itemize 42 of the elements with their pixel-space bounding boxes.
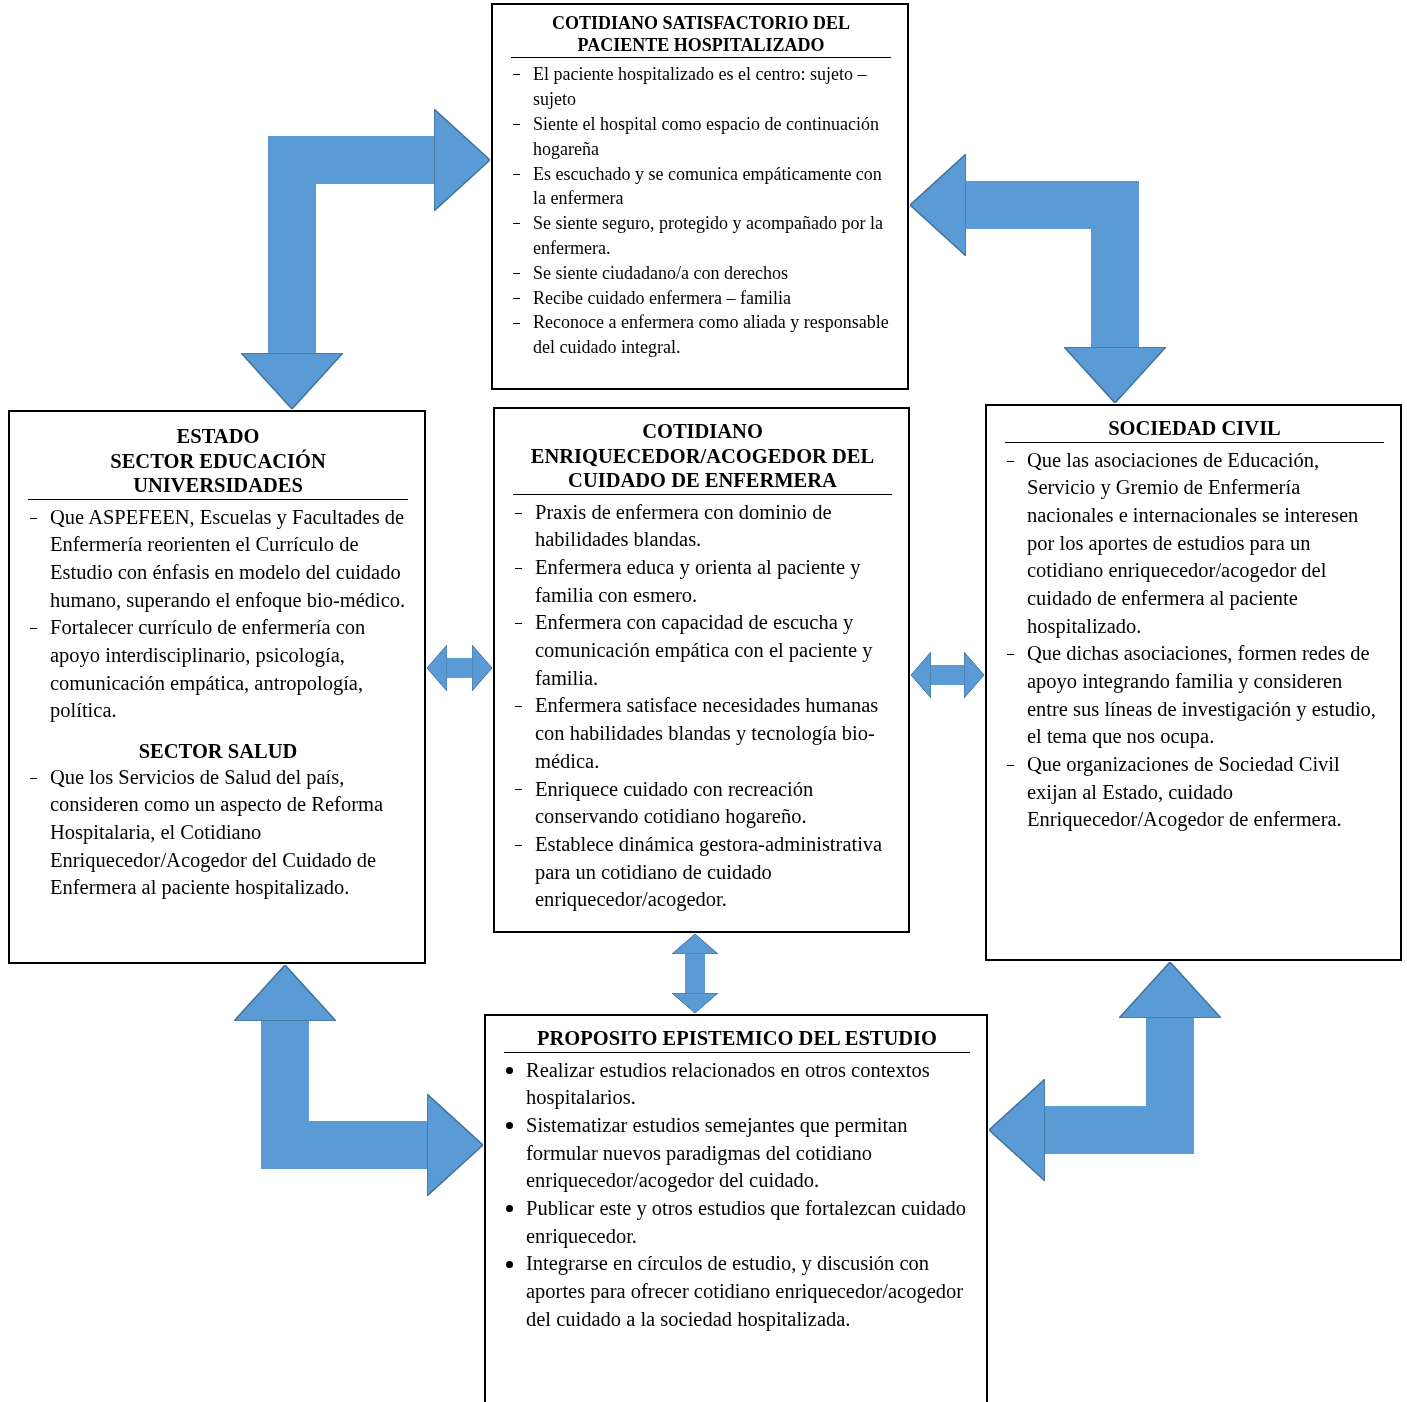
list-item: Fortalecer currículo de enfermería con apoyo interdisciplinario, psicología, comunicación empática, antropología, política. — [28, 614, 408, 726]
box-heading: PROPOSITO EPISTEMICO DEL ESTUDIO — [504, 1026, 970, 1053]
list-item: Publicar este y otros estudios que fortalezcan cuidado enriquecedor. — [504, 1194, 970, 1251]
list-item: Es escuchado y se comunica empáticamente con la enfermera — [511, 161, 891, 212]
list-item: Se siente seguro, protegido y acompañado por la enfermera. — [511, 211, 891, 261]
list-item: El paciente hospitalizado es el centro: sujeto – sujeto — [511, 62, 891, 112]
list-item: Reconoce a enfermera como aliada y responsable del cuidado integral. — [511, 310, 891, 361]
list-item: Realizar estudios relacionados en otros contextos hospitalarios. — [504, 1056, 970, 1112]
text-box — [985, 404, 1402, 961]
list-item: Que las asociaciones de Educación, Servicio y Gremio de Enfermería nacionales e internacionales se interesen por los aportes de estudios para un cotidiano enriquecedor/acogedor del cuidado de enfermera al paciente hospitalizado. — [1005, 446, 1384, 641]
text-box — [491, 3, 909, 390]
block-arrow — [233, 964, 484, 1197]
list-item: Recibe cuidado enfermera – familia — [511, 285, 891, 311]
list-item: Praxis de enfermera con dominio de habilidades blandas. — [513, 498, 892, 555]
block-arrow — [426, 644, 493, 692]
box-heading: SECTOR EDUCACIÓN UNIVERSIDADES — [28, 448, 408, 500]
box-heading: COTIDIANO ENRIQUECEDOR/ACOGEDOR DEL CUIDADO DE ENFERMERA — [513, 419, 892, 495]
list-item: Enfermera educa y orienta al paciente y familia con esmero. — [513, 554, 892, 610]
list-item: Establece dinámica gestora-administrativa para un cotidiano de cuidado enriquecedor/acogedor. — [513, 830, 892, 914]
block-arrow — [671, 933, 719, 1014]
list-item: Que ASPEFEEN, Escuelas y Facultades de Enfermería reorienten el Currículo de Estudio con énfasis en modelo del cuidado humano, superando el enfoque bio-médico. — [28, 503, 408, 615]
text-box — [493, 407, 910, 933]
list-item: Que los Servicios de Salud del país, consideren como un aspecto de Reforma Hospitalaria, el Cotidiano Enriquecedor/Acogedor del Cuidado de Enfermera al paciente hospitalizado. — [28, 763, 408, 903]
block-arrow — [909, 153, 1167, 404]
list-item: Sistematizar estudios semejantes que permitan formular nuevos paradigmas del cotidiano enriquecedor/acogedor del cuidado. — [504, 1111, 970, 1195]
block-arrow — [240, 108, 491, 410]
list-item: Enfermera satisface necesidades humanas con habilidades blandas y tecnología bio-médica. — [513, 692, 892, 776]
block-arrow — [988, 961, 1222, 1182]
list-item: Enriquece cuidado con recreación conservando cotidiano hogareño. — [513, 775, 892, 831]
box-heading: SOCIEDAD CIVIL — [1005, 416, 1384, 443]
list-item: Integrarse en círculos de estudio, y discusión con aportes para ofrecer cotidiano enriquecedor/acogedor del cuidado a la sociedad hospitalizada. — [504, 1250, 970, 1334]
list-item: Enfermera con capacidad de escucha y comunicación empática con el paciente y familia. — [513, 609, 892, 693]
block-arrow — [910, 651, 985, 699]
text-box — [8, 410, 426, 964]
box-heading: ESTADO — [175, 424, 261, 449]
text-box — [484, 1014, 988, 1402]
box-heading: COTIDIANO SATISFACTORIO DEL PACIENTE HOSPITALIZADO — [511, 13, 891, 59]
list-item: Que dichas asociaciones, formen redes de apoyo integrando familia y consideren entre sus líneas de investigación y estudio, el tema que nos ocupa. — [1005, 640, 1384, 751]
list-item: Que organizaciones de Sociedad Civil exijan al Estado, cuidado Enriquecedor/Acogedor de enfermera. — [1005, 751, 1384, 834]
list-item: Se siente ciudadano/a con derechos — [511, 260, 891, 286]
list-item: Siente el hospital como espacio de continuación hogareña — [511, 111, 891, 162]
box-heading: SECTOR SALUD — [137, 739, 299, 764]
